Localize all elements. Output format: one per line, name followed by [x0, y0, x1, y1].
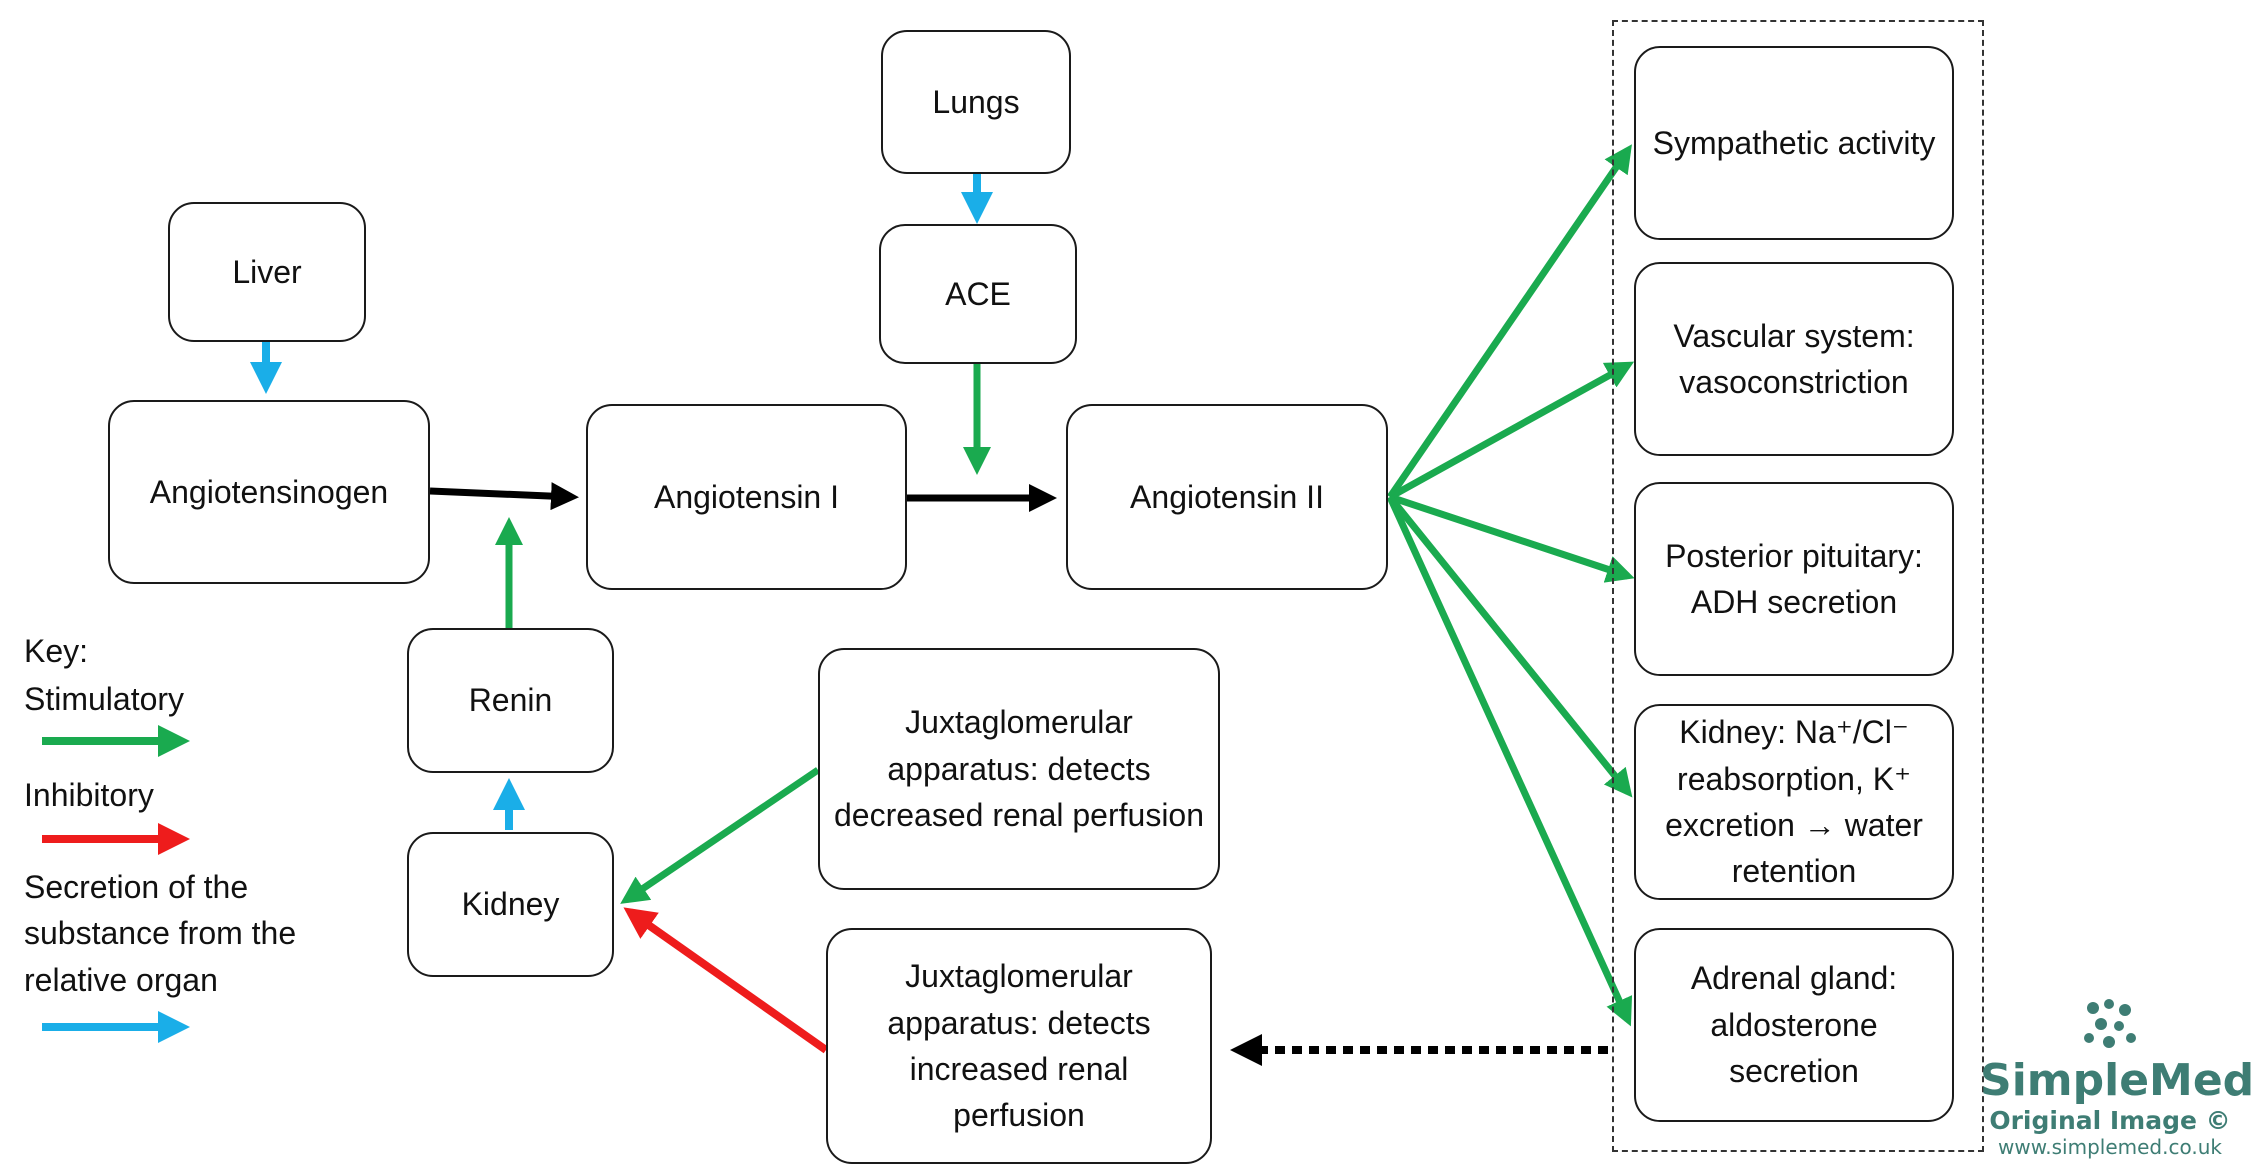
- key-label-inhibitory: Inhibitory: [24, 777, 154, 813]
- node-jga-increased: Juxtaglomerular apparatus: detects incre…: [826, 928, 1212, 1164]
- arrow-ang2-sympathetic: [1387, 144, 1632, 499]
- logo-url[interactable]: www.simplemed.co.uk: [1998, 1135, 2222, 1159]
- arrow-ang2-kidney: [1387, 494, 1633, 798]
- key-title: Key:: [24, 633, 89, 669]
- node-sympathetic: Sympathetic activity: [1634, 46, 1954, 240]
- arrow-jga-decreased-kidney: [620, 767, 820, 904]
- arrow-ang2-adrenal: [1386, 495, 1633, 1027]
- node-kidney-effect: Kidney: Na⁺/Cl⁻ reabsorption, K⁺ excreti…: [1634, 704, 1954, 900]
- arrow-ang2-pituitary: [1388, 493, 1635, 583]
- arrow-jga-increased-kidney: [623, 907, 829, 1054]
- logo-name: SimpleMed: [1980, 1055, 2254, 1106]
- effects-group: [1612, 20, 1984, 1152]
- node-vascular: Vascular system: vasoconstriction: [1634, 262, 1954, 456]
- node-lungs: Lungs: [881, 30, 1071, 174]
- node-posterior-pituitary: Posterior pituitary: ADH secretion: [1634, 482, 1954, 676]
- node-renin: Renin: [407, 628, 614, 773]
- key-label-secretion: Secretion of the substance from the rela…: [24, 869, 297, 998]
- logo-subtitle: Original Image ©: [1989, 1106, 2231, 1135]
- node-adrenal: Adrenal gland: aldosterone secretion: [1634, 928, 1954, 1122]
- node-angiotensin-1: Angiotensin I: [586, 404, 907, 590]
- arrow-ang2-vascular: [1388, 361, 1635, 501]
- molecule-icon: [2084, 999, 2136, 1048]
- node-liver: Liver: [168, 202, 366, 342]
- node-jga-decreased: Juxtaglomerular apparatus: detects decre…: [818, 648, 1220, 890]
- simplemed-logo: SimpleMed Original Image © www.simplemed…: [1980, 998, 2254, 1159]
- node-angiotensin-2: Angiotensin II: [1066, 404, 1388, 590]
- node-angiotensinogen: Angiotensinogen: [108, 400, 430, 584]
- node-kidney: Kidney: [407, 832, 614, 977]
- key-label-stimulatory: Stimulatory: [24, 681, 185, 717]
- node-ace: ACE: [879, 224, 1077, 364]
- arrow-angiotensinogen-angiotensin1: [429, 482, 579, 511]
